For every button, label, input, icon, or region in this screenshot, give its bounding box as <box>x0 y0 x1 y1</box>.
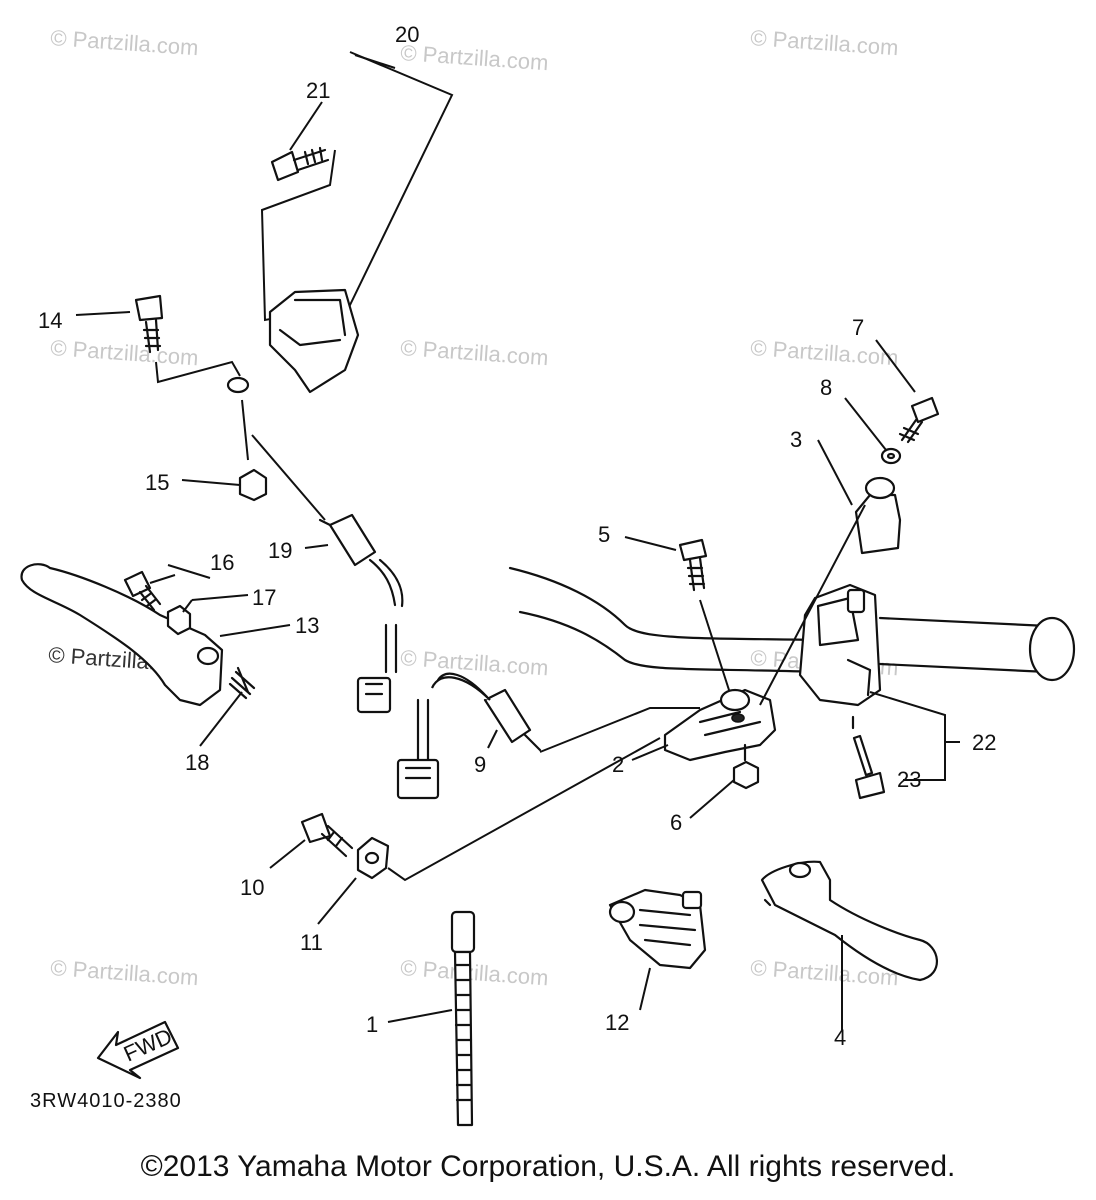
callout-leaders <box>75 54 960 1030</box>
lever-pivot-nut <box>166 604 192 636</box>
lever-bracket-holder <box>854 476 902 555</box>
clutch-switch <box>430 672 542 752</box>
brake-hose <box>226 376 326 521</box>
cable-adjuster-bolt <box>300 812 354 858</box>
callout-21: 21 <box>306 78 330 103</box>
watermark: © Partzilla.com <box>50 25 200 60</box>
reservoir-cap-screw <box>270 146 330 182</box>
master-cylinder-bolt <box>134 294 241 384</box>
lever-spring <box>228 666 256 700</box>
callout-6: 6 <box>670 810 682 835</box>
holder-bolt <box>898 396 940 444</box>
right-handlebar-switch <box>798 583 882 707</box>
callout-16: 16 <box>210 550 234 575</box>
callout-1: 1 <box>366 1012 378 1037</box>
lever-pivot-bolt <box>123 570 162 612</box>
holder-nut <box>732 743 760 790</box>
watermark: © Partzilla.com <box>50 955 200 990</box>
watermarks: © Partzilla.com © Partzilla.com © Partzi… <box>48 25 900 990</box>
handlebar-switch-body <box>608 888 707 970</box>
callout-23: 23 <box>897 767 921 792</box>
callout-19: 19 <box>268 538 292 563</box>
callouts: 20 21 14 15 19 16 17 13 18 9 10 11 1 12 … <box>38 22 996 1050</box>
front-brake-switch <box>318 513 404 608</box>
switch-screw <box>851 715 886 800</box>
brake-lever <box>20 563 224 707</box>
clutch-cable <box>539 504 866 753</box>
callout-22: 22 <box>972 730 996 755</box>
callout-9: 9 <box>474 752 486 777</box>
cable-locknut <box>356 737 661 882</box>
callout-3: 3 <box>790 427 802 452</box>
callout-4: 4 <box>834 1025 846 1050</box>
watermark: © Partzilla.com <box>750 25 900 60</box>
forward-arrow: FWD <box>96 1020 180 1080</box>
callout-18: 18 <box>185 750 209 775</box>
callout-14: 14 <box>38 308 62 333</box>
copyright-notice: ©2013 Yamaha Motor Corporation, U.S.A. A… <box>140 1150 956 1183</box>
callout-2: 2 <box>612 752 624 777</box>
clutch-lever <box>760 860 938 982</box>
handlebar <box>508 566 1076 682</box>
callout-5: 5 <box>598 522 610 547</box>
callout-8: 8 <box>820 375 832 400</box>
watermark: © Partzilla.com <box>400 955 550 990</box>
callout-15: 15 <box>145 470 169 495</box>
callout-20: 20 <box>395 22 419 47</box>
wire-connectors <box>356 623 440 800</box>
cable-tie <box>450 910 476 1127</box>
callout-10: 10 <box>240 875 264 900</box>
callout-17: 17 <box>252 585 276 610</box>
watermark: © Partzilla.com <box>50 335 200 370</box>
master-cylinder-assembly <box>260 51 454 394</box>
watermark: © Partzilla.com <box>400 335 550 370</box>
callout-12: 12 <box>605 1010 629 1035</box>
diagram-code: 3RW4010-2380 <box>30 1090 182 1112</box>
callout-13: 13 <box>295 613 319 638</box>
lever-holder-assembly <box>663 688 777 762</box>
hose-nut <box>238 468 268 502</box>
watermark: © Partzilla.com <box>400 645 550 680</box>
callout-7: 7 <box>852 315 864 340</box>
washer <box>880 447 902 465</box>
callout-11: 11 <box>300 930 323 955</box>
watermark: © Partzilla.com <box>400 40 550 75</box>
